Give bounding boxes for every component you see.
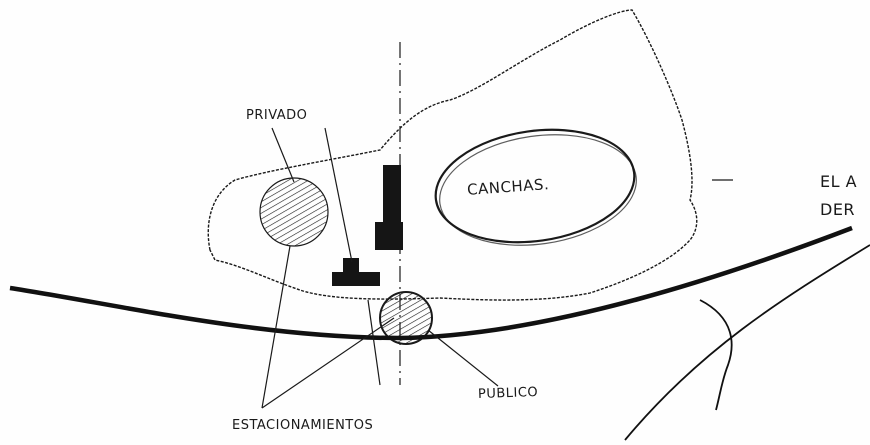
public-parking-circle [379, 291, 433, 345]
leader-publico [427, 329, 499, 387]
label-privado: PRIVADO [246, 108, 308, 123]
leader-estac-3 [367, 299, 381, 386]
building-small-wing [332, 272, 380, 286]
leader-privado-2 [324, 127, 353, 263]
main-road [9, 225, 853, 341]
building-main [383, 165, 401, 223]
note-line-1: EL A [820, 172, 858, 191]
label-publico: PUBLICO [477, 384, 539, 403]
private-parking-circle [259, 177, 329, 247]
site-boundary [207, 9, 698, 301]
leader-estac-2 [261, 317, 395, 409]
label-estacionamientos: ESTACIONAMIENTOS [232, 418, 374, 433]
note-line-2: DER [820, 200, 856, 219]
leader-privado-1 [271, 127, 295, 183]
leader-estac-1 [261, 245, 291, 409]
diagonal-road [624, 244, 870, 441]
branch-road [699, 299, 733, 411]
canchas-oval [434, 128, 636, 244]
canchas-oval-shadow [439, 134, 637, 246]
building-main-lower [375, 222, 403, 250]
